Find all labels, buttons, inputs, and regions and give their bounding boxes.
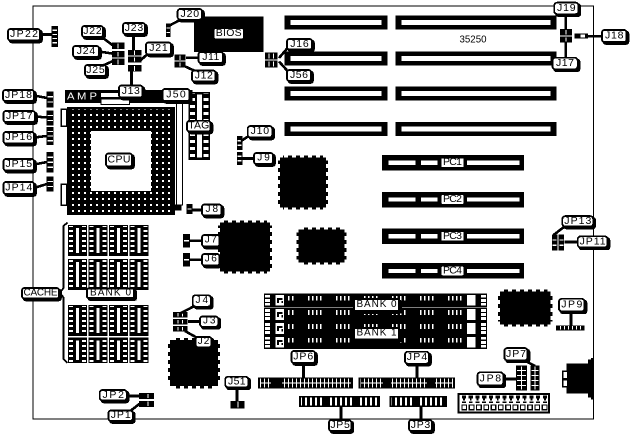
svg-text:J10: J10: [251, 125, 270, 137]
svg-text:J22: J22: [83, 25, 102, 37]
svg-text:JP1: JP1: [111, 409, 131, 421]
svg-text:PC3: PC3: [443, 230, 462, 242]
svg-text:J50: J50: [166, 89, 186, 101]
svg-text:J19: J19: [557, 2, 576, 14]
svg-text:JP15: JP15: [6, 158, 33, 170]
svg-text:J9: J9: [257, 153, 270, 164]
svg-text:JP18: JP18: [5, 89, 32, 101]
svg-text:JP11: JP11: [580, 235, 606, 247]
svg-text:J51: J51: [228, 376, 246, 388]
svg-text:J12: J12: [195, 70, 213, 82]
svg-text:PC2: PC2: [443, 193, 462, 205]
svg-text:J25: J25: [86, 64, 105, 76]
svg-text:CACHE: CACHE: [24, 287, 58, 298]
svg-text:JP5: JP5: [330, 419, 350, 431]
svg-text:J23: J23: [125, 22, 144, 34]
svg-text:BANK 0: BANK 0: [90, 287, 131, 298]
svg-text:JP3: JP3: [411, 419, 431, 431]
svg-text:JP9: JP9: [561, 299, 582, 311]
svg-text:J17: J17: [556, 57, 574, 69]
svg-text:35250: 35250: [460, 34, 487, 46]
svg-text:BIOS: BIOS: [216, 27, 242, 39]
svg-text:J7: J7: [205, 235, 217, 246]
svg-text:JP22: JP22: [10, 28, 38, 40]
svg-text:PC1: PC1: [443, 156, 462, 168]
svg-text:JP17: JP17: [6, 110, 33, 122]
svg-text:J16: J16: [290, 38, 309, 50]
svg-text:JP14: JP14: [5, 182, 32, 194]
svg-text:CPU: CPU: [108, 154, 131, 166]
svg-text:J13: J13: [122, 85, 140, 97]
svg-text:PC4: PC4: [443, 264, 462, 276]
svg-text:A M P: A M P: [67, 90, 97, 102]
svg-text:J6: J6: [205, 254, 217, 265]
svg-text:J20: J20: [181, 8, 200, 20]
svg-text:BANK 1: BANK 1: [357, 328, 397, 339]
svg-text:J21: J21: [149, 42, 168, 54]
svg-text:J4: J4: [196, 295, 209, 306]
svg-text:J18: J18: [605, 30, 624, 42]
svg-text:JP4: JP4: [407, 351, 428, 363]
svg-text:JP8: JP8: [480, 372, 502, 384]
svg-text:TAG: TAG: [188, 120, 209, 132]
svg-text:JP16: JP16: [6, 131, 33, 143]
svg-text:JP7: JP7: [506, 348, 526, 360]
svg-text:JP2: JP2: [102, 389, 124, 401]
svg-text:BANK 0: BANK 0: [357, 299, 397, 310]
svg-text:JP13: JP13: [564, 215, 591, 227]
svg-text:J56: J56: [290, 69, 308, 81]
svg-text:J3: J3: [203, 316, 216, 327]
svg-text:J11: J11: [202, 51, 219, 63]
svg-text:J24: J24: [77, 45, 96, 57]
svg-text:JP6: JP6: [293, 351, 313, 363]
svg-text:J2: J2: [198, 336, 210, 347]
svg-text:J8: J8: [206, 204, 219, 215]
